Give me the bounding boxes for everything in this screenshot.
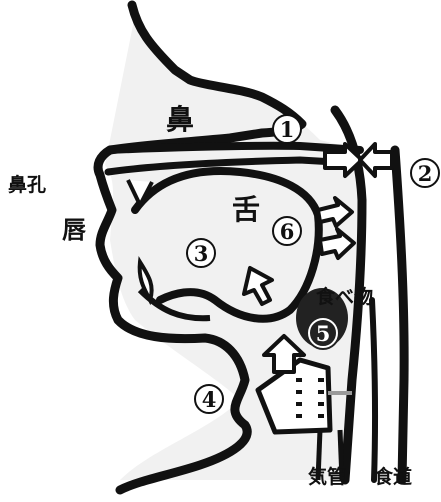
marker-2: 2 [410, 158, 440, 188]
food-label: 食べ物 [316, 288, 373, 307]
marker-3: 3 [186, 238, 216, 268]
arrow-left-icon [360, 144, 392, 176]
marker-1: 1 [272, 114, 302, 144]
marker-4: 4 [194, 384, 224, 414]
lips-label: 唇 [62, 218, 86, 242]
esophagus-front [372, 300, 375, 480]
tongue-label: 舌 [232, 196, 260, 224]
trachea-label: 気管 [308, 468, 346, 487]
nasal-cavity-outline [110, 146, 360, 150]
posterior-wall [395, 150, 404, 480]
nostril-label: 鼻孔 [8, 176, 46, 195]
marker-5: 5 [308, 318, 338, 348]
nose-label: 鼻 [166, 106, 194, 134]
marker-6: 6 [272, 216, 302, 246]
esophagus-label: 食道 [374, 468, 412, 487]
